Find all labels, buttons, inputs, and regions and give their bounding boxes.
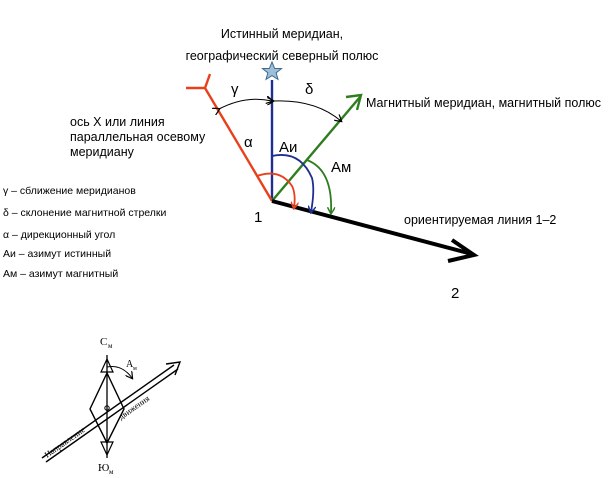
- compass-direction-word1: Направление: [42, 424, 87, 459]
- star-icon: [261, 60, 283, 81]
- axis-x-line: [203, 87, 274, 202]
- legend-item: Ам – азимут магнитный: [3, 268, 118, 280]
- alpha-symbol: α: [244, 134, 253, 151]
- magnetic-meridian-line: [271, 96, 361, 202]
- magnetic-meridian-arrowhead: [345, 93, 363, 111]
- delta-arc: [273, 101, 341, 121]
- compass-north-sub: м: [108, 342, 113, 350]
- gamma-arc: [219, 99, 272, 109]
- legend-item: α – дирекционный угол: [3, 229, 115, 241]
- compass-direction-line-inner: [45, 368, 179, 463]
- delta-symbol: δ: [305, 81, 313, 98]
- oriented-line-1-2: [271, 199, 473, 256]
- legend: γ – сближение меридианов δ – склонение м…: [3, 185, 167, 280]
- legend-item: γ – сближение меридианов: [3, 185, 136, 197]
- magnetic-meridian-label: Магнитный меридиан, магнитный полюс: [366, 96, 601, 110]
- oriented-line-label: ориентируемая линия 1–2: [404, 213, 556, 227]
- ai-arc: [271, 154, 313, 212]
- true-meridian-title-line2: географический северный полюс: [186, 49, 379, 63]
- point-1-label: 1: [254, 209, 262, 226]
- compass-azimuth-sub: м: [133, 366, 137, 372]
- true-meridian-title-line1: Истинный меридиан,: [221, 27, 343, 41]
- compass-south-label: Ю: [98, 462, 109, 474]
- alpha-arc: [256, 172, 295, 208]
- compass-azimuth-arc: [106, 366, 132, 378]
- compass-diamond: [89, 371, 125, 445]
- legend-item: Аи – азимут истинный: [3, 248, 111, 260]
- axis-x-label-line3: меридиану: [70, 145, 135, 159]
- axis-x-label-line1: ось X или линия: [70, 115, 165, 129]
- oriented-line-arrowhead: [447, 238, 479, 263]
- compass-sketch: С м Ю м А м Направление движения: [41, 336, 182, 476]
- am-symbol: Ам: [331, 159, 351, 176]
- point-2-label: 2: [451, 285, 459, 302]
- compass-center-icon: [104, 405, 110, 411]
- ai-symbol: Аи: [279, 139, 297, 156]
- axis-x-fork: [186, 73, 212, 90]
- compass-direction-arrowhead: [165, 361, 182, 376]
- gamma-symbol: γ: [231, 81, 239, 98]
- compass-azimuth-label: А: [126, 359, 134, 370]
- compass-direction-line: [41, 364, 175, 459]
- compass-north-label: С: [100, 336, 107, 348]
- compass-south-sub: м: [109, 468, 114, 476]
- compass-direction-word2: движения: [116, 393, 151, 422]
- legend-item: δ – склонение магнитной стрелки: [3, 207, 167, 219]
- axis-x-label-line2: параллельная осевому: [70, 130, 206, 144]
- am-arc: [306, 159, 331, 213]
